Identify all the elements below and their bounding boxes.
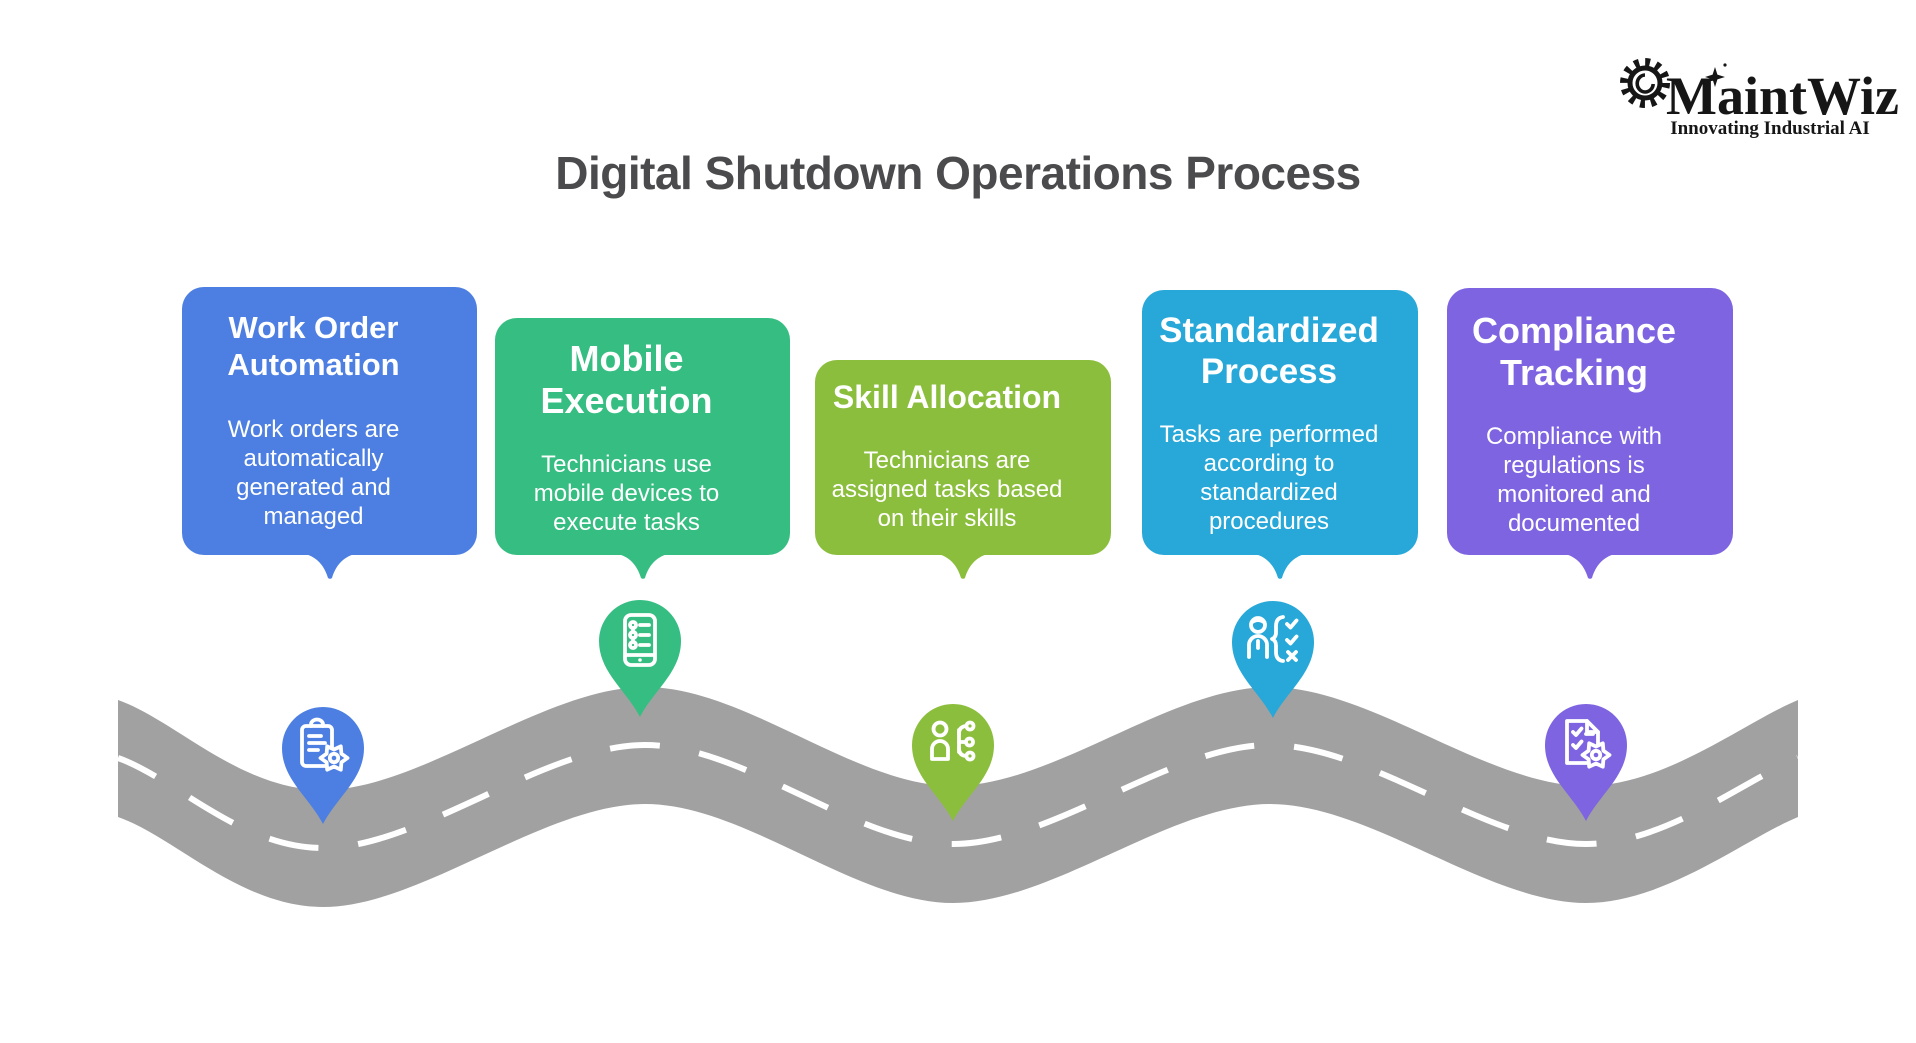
- card-description: Tasks are performed according to standar…: [1159, 421, 1379, 535]
- map-pin-work-order: [273, 703, 373, 833]
- card-title: Work Order Automation: [227, 310, 400, 382]
- page-title: Digital Shutdown Operations Process: [555, 147, 1361, 199]
- card-tail: [1565, 554, 1615, 579]
- map-pin-compliance: [1536, 700, 1636, 830]
- logo-tagline: Innovating Industrial AI: [1670, 118, 1870, 138]
- step-card-standardized-process: Standardized Process Tasks are performed…: [1142, 290, 1418, 579]
- logo-gear-icon: [1620, 58, 1670, 108]
- card-tail: [1255, 554, 1305, 579]
- card-description: Technicians are assigned tasks based on …: [831, 447, 1063, 532]
- person-skills-icon: [930, 720, 976, 762]
- card-title: Standardized Process: [1159, 311, 1379, 391]
- person-checklist-icon: [1247, 615, 1299, 663]
- step-card-mobile-execution: Mobile Execution Technicians use mobile …: [495, 318, 790, 579]
- card-description: Work orders are automatically generated …: [227, 416, 400, 530]
- map-pin-skill: [903, 700, 1003, 830]
- map-pin-standardized: [1223, 597, 1323, 727]
- logo-sparkle-dot: [1704, 80, 1708, 84]
- step-card-work-order-automation: Work Order Automation Work orders are au…: [182, 287, 477, 579]
- map-pin-mobile: [590, 596, 690, 726]
- card-tail: [938, 554, 988, 579]
- step-card-skill-allocation: Skill Allocation Technicians are assigne…: [815, 360, 1111, 579]
- road-centerline: [117, 741, 1800, 852]
- card-description: Compliance with regulations is monitored…: [1485, 423, 1663, 537]
- card-tail: [617, 554, 668, 579]
- logo-graphic: MaintWiz Innovating Industrial AI: [1620, 58, 1899, 139]
- card-title: Mobile Execution: [540, 338, 713, 421]
- step-card-compliance-tracking: Compliance Tracking Compliance with regu…: [1447, 288, 1733, 579]
- card-title: Compliance Tracking: [1471, 310, 1677, 393]
- document-gear-icon: [1565, 719, 1612, 769]
- card-title: Skill Allocation: [832, 379, 1062, 415]
- logo-sparkle-dot: [1723, 63, 1727, 67]
- card-tail: [304, 554, 355, 579]
- mobile-checklist-icon: [623, 613, 657, 667]
- pin-drop: [912, 704, 994, 821]
- maintwiz-logo: MaintWiz Innovating Industrial AI: [1618, 50, 1916, 139]
- logo-wordmark: MaintWiz: [1666, 66, 1899, 126]
- pin-drop: [1232, 601, 1314, 718]
- logo-sparkle-icon: [1705, 67, 1725, 87]
- card-description: Technicians use mobile devices to execut…: [533, 451, 720, 536]
- clipboard-gear-icon: [300, 717, 350, 772]
